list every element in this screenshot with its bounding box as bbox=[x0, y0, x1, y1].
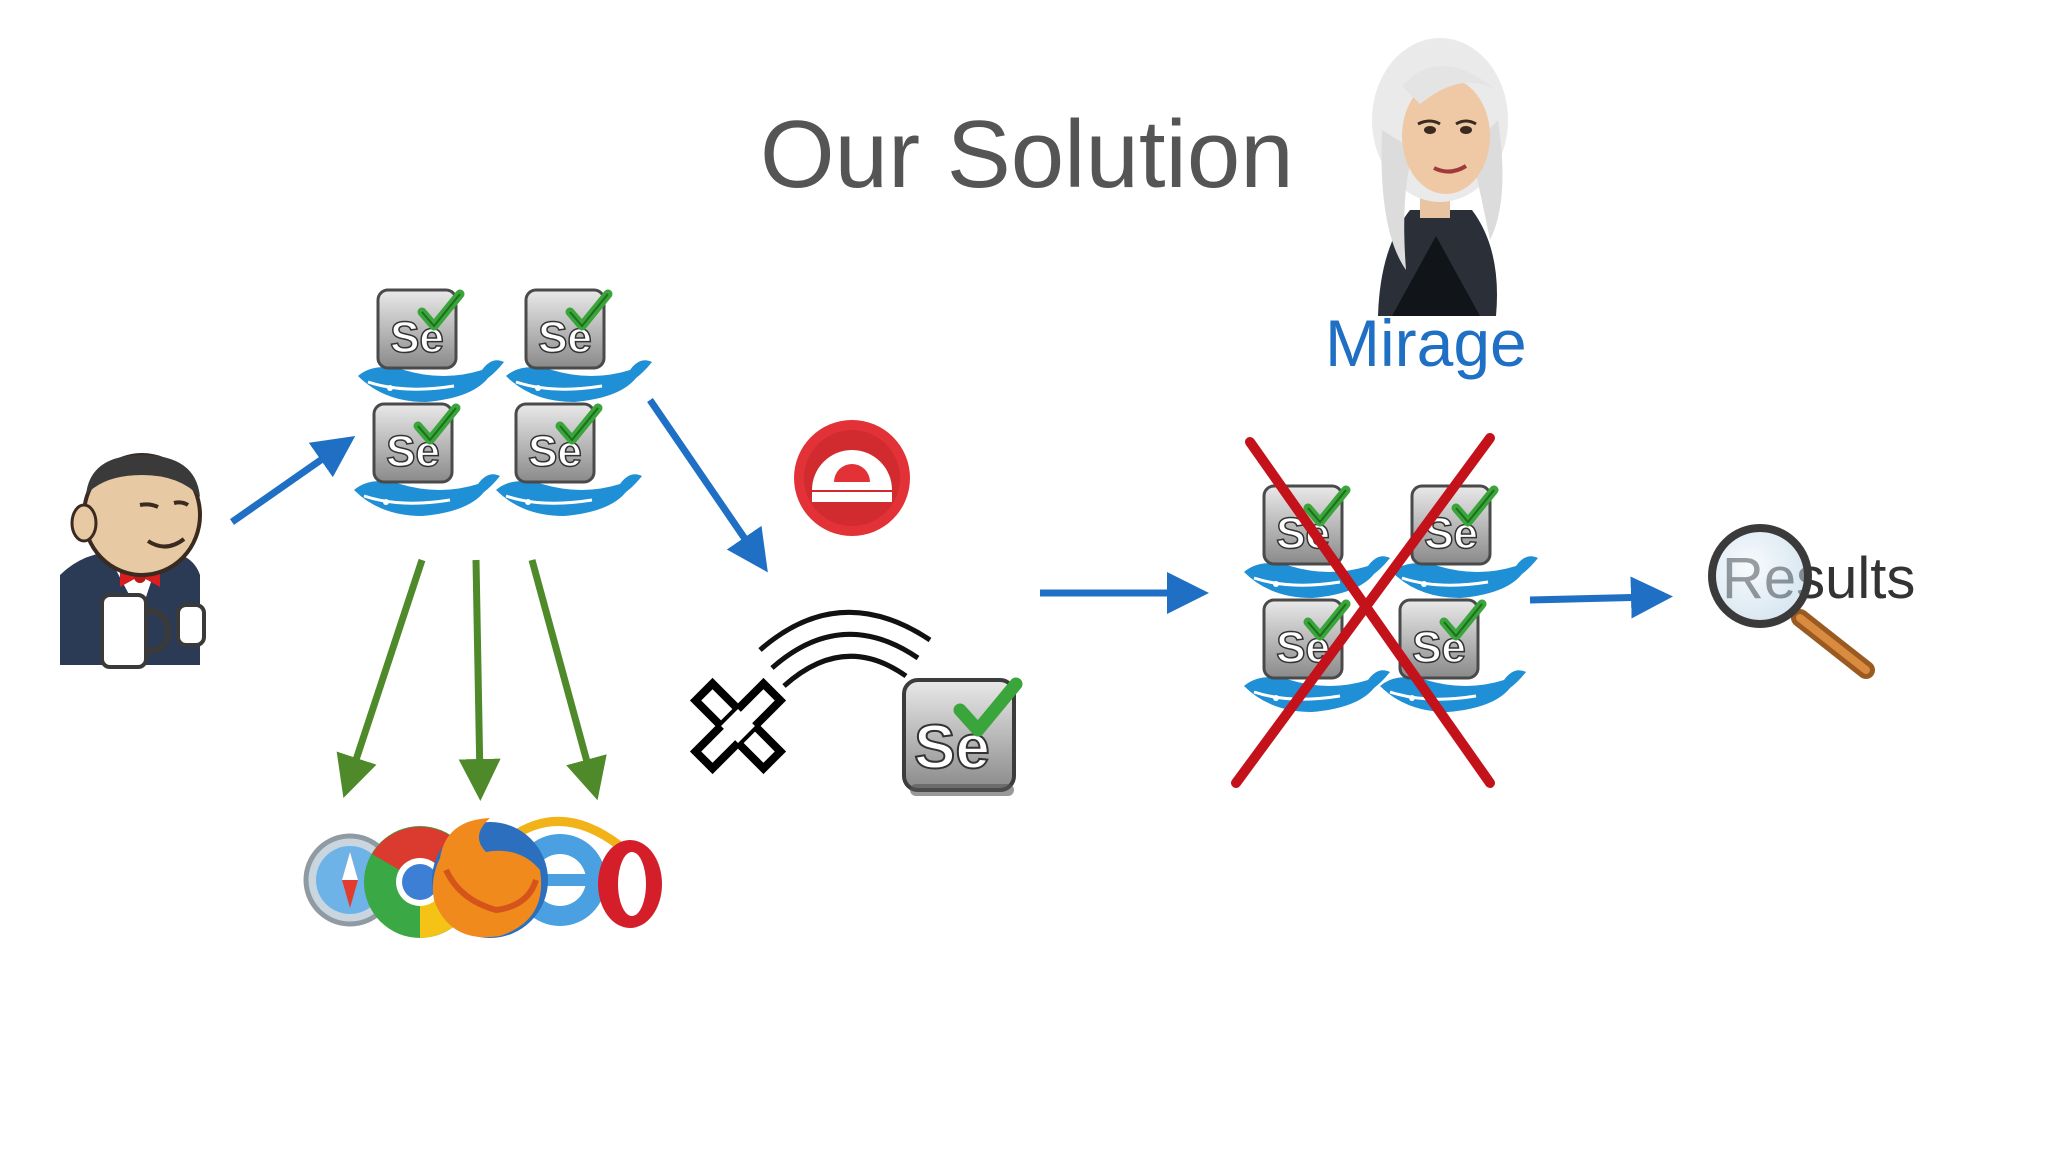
jenkins-butler-icon bbox=[60, 453, 206, 669]
selenium-docker-icon bbox=[506, 290, 652, 402]
protractor-icon bbox=[794, 420, 910, 536]
arrow-grid-to-browser-3 bbox=[528, 559, 607, 801]
mirage-docker-grid bbox=[1244, 486, 1538, 712]
slide-title: Our Solution bbox=[760, 101, 1294, 208]
signal-arcs-icon bbox=[758, 609, 932, 688]
selenium-docker-icon bbox=[354, 404, 500, 516]
selenium-docker-icon bbox=[358, 290, 504, 402]
arrow-grid-to-protractor bbox=[647, 398, 768, 573]
firefox-icon bbox=[432, 818, 548, 938]
red-cross-icon bbox=[1231, 433, 1495, 788]
selenium-docker-grid bbox=[354, 290, 652, 516]
x-mark-icon bbox=[689, 677, 787, 775]
mirage-label: Mirage bbox=[1325, 306, 1527, 380]
selenium-docker-icon bbox=[496, 404, 642, 516]
arrow-to-results bbox=[1529, 576, 1673, 619]
selenium-icon bbox=[904, 680, 1016, 796]
browsers-icon bbox=[303, 817, 662, 938]
magnifier-icon bbox=[1708, 524, 1875, 679]
arrow-grid-to-browser-2 bbox=[458, 559, 501, 801]
results-group: Results bbox=[1708, 524, 1915, 679]
arrow-jenkins-to-grid bbox=[229, 435, 356, 525]
arrow-grid-to-browser-1 bbox=[336, 558, 426, 798]
opera-icon bbox=[598, 840, 662, 928]
mirage-character-icon bbox=[1372, 38, 1508, 316]
